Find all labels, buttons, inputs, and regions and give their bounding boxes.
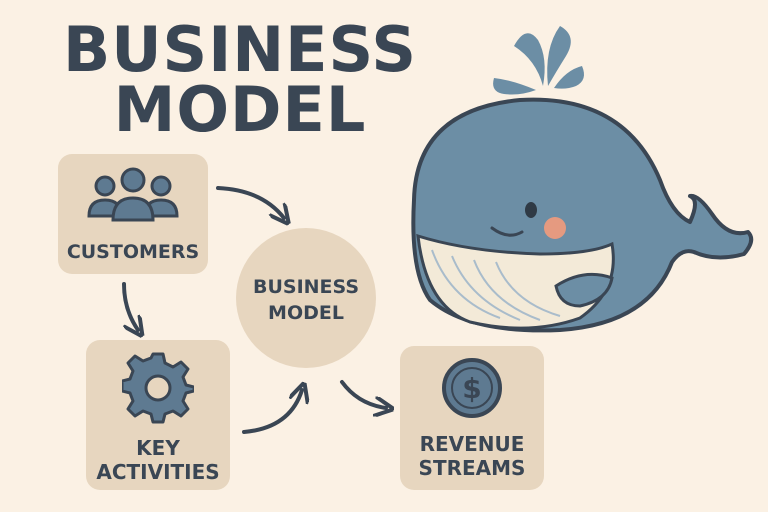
revenue-streams-label-line-1: REVENUE — [419, 432, 525, 456]
whale-smile — [490, 226, 524, 237]
key-activities-label-line-2: ACTIVITIES — [96, 460, 220, 484]
arrow-customers-to-activities — [122, 282, 138, 330]
center-node: BUSINESS MODEL — [236, 228, 376, 368]
whale-cheek — [544, 217, 566, 239]
page-title: BUSINESS MODEL — [60, 13, 420, 146]
svg-text:$: $ — [462, 372, 481, 405]
center-label-line-1: BUSINESS — [252, 276, 360, 298]
key-activities-label-line-1: KEY — [136, 436, 180, 460]
dollar-coin-icon: $ — [442, 358, 502, 418]
whale-flipper — [554, 272, 614, 308]
revenue-streams-label-line-2: STREAMS — [418, 456, 526, 480]
customers-label: CUSTOMERS — [66, 241, 200, 263]
key-activities-node: KEY ACTIVITIES — [86, 340, 230, 490]
center-label: BUSINESS MODEL — [236, 274, 376, 326]
gear-icon — [122, 352, 194, 424]
arrow-activities-to-center — [242, 390, 302, 434]
revenue-streams-node: $ REVENUE STREAMS — [400, 346, 544, 490]
people-icon — [87, 167, 179, 222]
water-spout — [493, 26, 584, 95]
title-line-1: BUSINESS — [62, 13, 418, 86]
arrow-center-to-revenue — [340, 380, 386, 408]
center-label-line-2: MODEL — [268, 302, 344, 324]
customers-node: CUSTOMERS — [58, 154, 208, 274]
arrow-customers-to-center — [216, 186, 284, 218]
title-line-2: MODEL — [113, 73, 367, 146]
whale-eye — [525, 202, 537, 218]
